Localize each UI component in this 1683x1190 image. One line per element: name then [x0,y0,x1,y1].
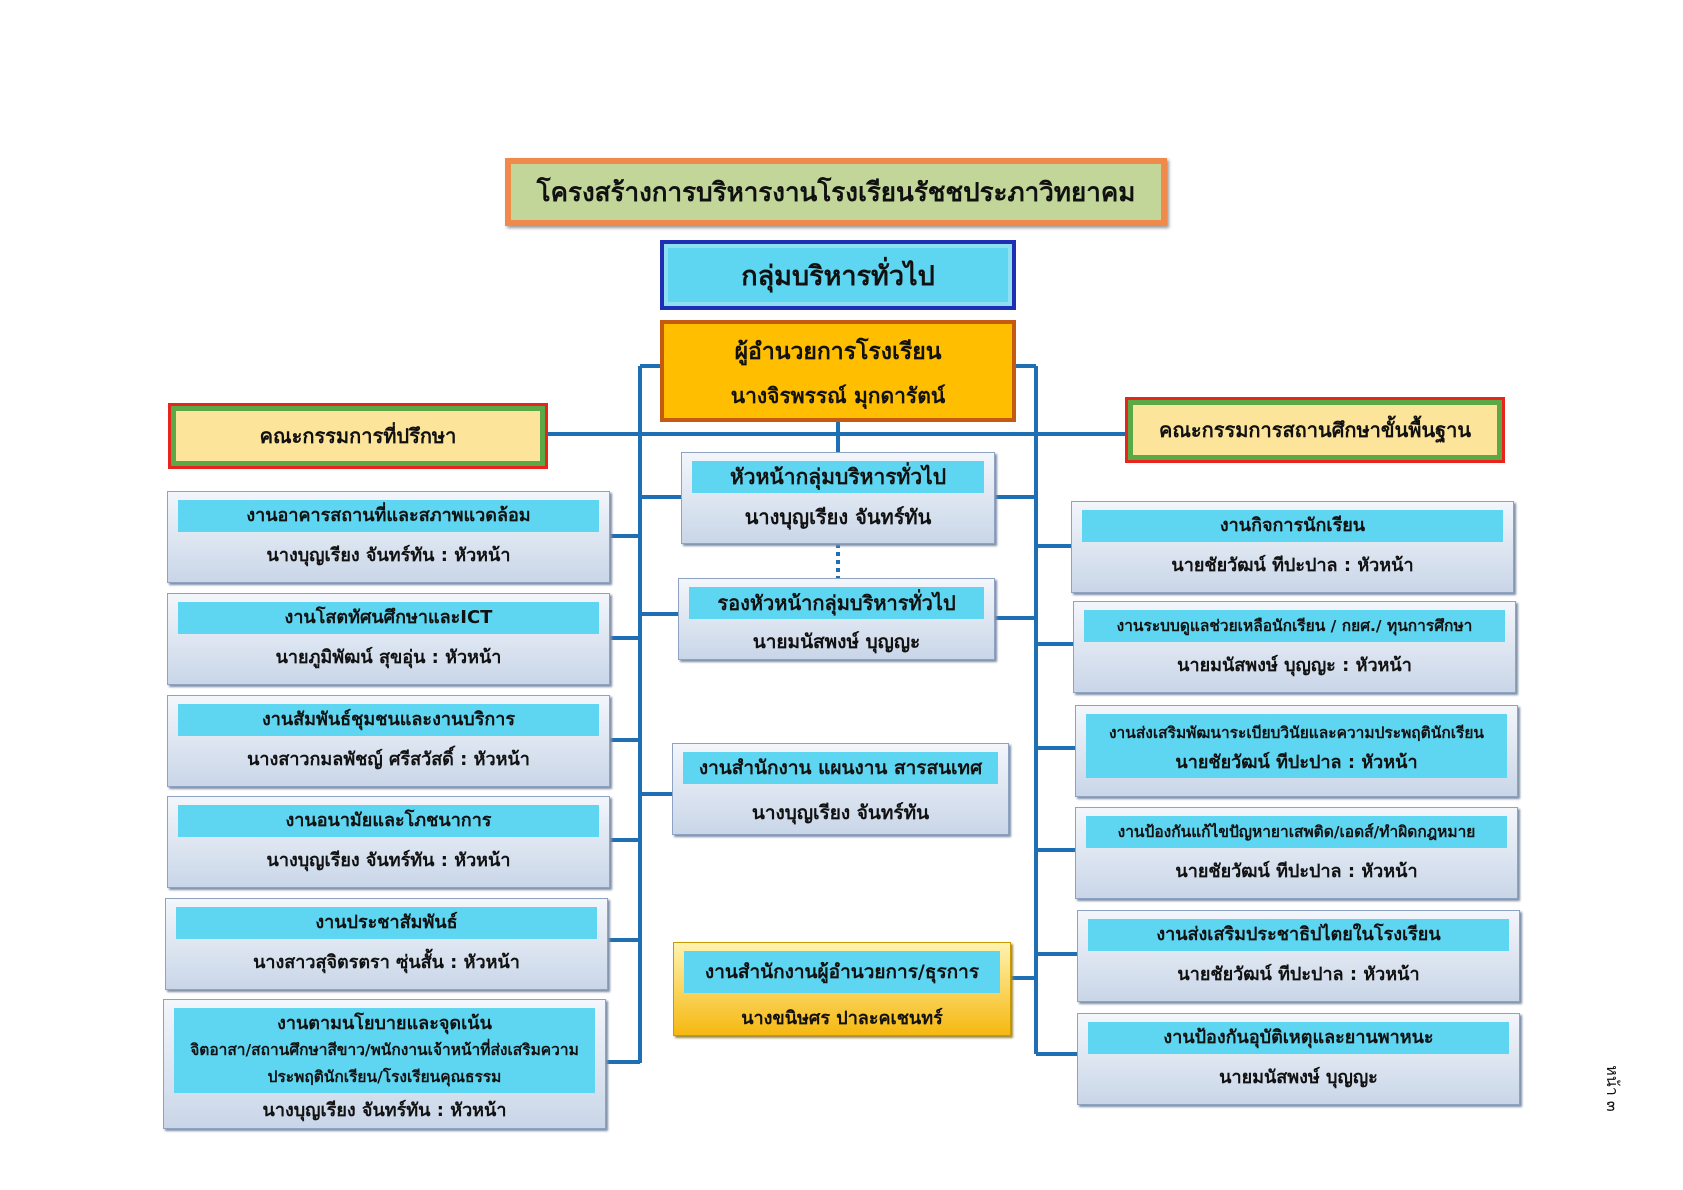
right-task-box: งานป้องกันแก้ไขปัญหายาเสพติด/เอดส์/ทำผิด… [1075,807,1518,899]
left-task-person: นางสาวสุจิตรตรา ซุ่นสั้น : หัวหน้า [253,952,520,973]
director-office-person: นางขนิษศร ปาละคเชนทร์ [741,1008,943,1029]
policy-task-line2: จิตอาสา/สถานศึกษาสีขาว/พนักงานเจ้าหน้าที… [190,1041,579,1059]
director-office-box: งานสำนักงานผู้อำนวยการ/ธุรการ นางขนิษศร … [673,942,1011,1036]
head-of-group-person: นางบุญเรียง จันทร์ทัน [744,505,932,529]
deputy-head-box: รองหัวหน้ากลุ่มบริหารทั่วไป นายมนัสพงษ์ … [678,578,995,660]
right-task-person: นายมนัสพงษ์ บุญญะ [1219,1067,1378,1088]
left-task-person: นางบุญเรียง จันทร์ทัน : หัวหน้า [266,850,511,871]
left-task-title: งานอนามัยและโภชนาการ [178,805,599,837]
right-task-person: นายชัยวัฒน์ ทีปะปาล : หัวหน้า [1171,555,1414,576]
left-task-box: งานสัมพันธ์ชุมชนและงานบริการ นางสาวกมลพั… [167,695,610,787]
right-task-title: งานป้องกันอุบัติเหตุและยานพาหนะ [1088,1022,1509,1054]
left-task-box-policy: งานตามนโยบายและจุดเน้น จิตอาสา/สถานศึกษา… [163,999,606,1129]
policy-task-line3: ประพฤตินักเรียน/โรงเรียนคุณธรรม [267,1068,502,1086]
chart-title: โครงสร้างการบริหารงานโรงเรียนรัชชประภาวิ… [505,158,1167,226]
left-task-person: นางสาวกมลพัชญ์ ศรีสวัสดิ์ : หัวหน้า [247,749,530,770]
director-role: ผู้อำนวยการโรงเรียน [734,339,942,365]
left-task-box: งานอาคารสถานที่และสภาพแวดล้อม นางบุญเรีย… [167,491,610,583]
basic-education-committee-box: คณะกรรมการสถานศึกษาขั้นพื้นฐาน [1125,397,1505,463]
deputy-head-title: รองหัวหน้ากลุ่มบริหารทั่วไป [689,587,984,619]
group-label: กลุ่มบริหารทั่วไป [668,248,1008,302]
right-task-title: งานส่งเสริมพัฒนาระเบียบวินัยและความประพฤ… [1086,714,1507,778]
left-task-box: งานประชาสัมพันธ์ นางสาวสุจิตรตรา ซุ่นสั้… [165,898,608,990]
director-name: นางจิรพรรณ์ มุกดารัตน์ [730,384,946,408]
policy-task-line1: งานตามนโยบายและจุดเน้น [277,1013,492,1034]
policy-task-person: นางบุญเรียง จันทร์ทัน : หัวหน้า [262,1100,507,1121]
advisory-committee-box: คณะกรรมการที่ปรึกษา [168,403,548,469]
right-task-person: นายชัยวัฒน์ ทีปะปาล : หัวหน้า [1177,964,1420,985]
policy-task-header: งานตามนโยบายและจุดเน้น จิตอาสา/สถานศึกษา… [174,1008,595,1093]
deputy-head-person: นายมนัสพงษ์ บุญญะ [752,631,921,653]
office-plan-info-title: งานสำนักงาน แผนงาน สารสนเทศ [683,752,998,784]
right-task-title: งานป้องกันแก้ไขปัญหายาเสพติด/เอดส์/ทำผิด… [1086,816,1507,848]
head-of-group-box: หัวหน้ากลุ่มบริหารทั่วไป นางบุญเรียง จัน… [681,452,995,544]
right-task-person: นายชัยวัฒน์ ทีปะปาล : หัวหน้า [1175,861,1418,882]
page-number: หน้า ๓ [1602,1065,1622,1112]
right-task-box: งานส่งเสริมประชาธิปไตยในโรงเรียน นายชัยว… [1077,910,1520,1002]
director-office-title: งานสำนักงานผู้อำนวยการ/ธุรการ [684,951,1000,993]
head-of-group-title: หัวหน้ากลุ่มบริหารทั่วไป [692,461,984,493]
right-task-title: งานระบบดูแลช่วยเหลือนักเรียน / กยศ./ ทุน… [1084,610,1505,642]
right-task-title: งานส่งเสริมประชาธิปไตยในโรงเรียน [1088,919,1509,951]
right-task-box: งานป้องกันอุบัติเหตุและยานพาหนะ นายมนัสพ… [1077,1013,1520,1105]
left-task-box: งานโสตทัศนศึกษาและICT นายภูมิพัฒน์ สุขอุ… [167,593,610,685]
office-plan-info-person: นางบุญเรียง จันทร์ทัน [751,802,930,824]
basic-education-committee-label: คณะกรรมการสถานศึกษาขั้นพื้นฐาน [1133,405,1497,455]
left-task-title: งานโสตทัศนศึกษาและICT [178,602,599,634]
left-task-person: นายภูมิพัฒน์ สุขอุ่น : หัวหน้า [275,647,502,668]
group-box: กลุ่มบริหารทั่วไป [660,240,1016,310]
left-task-title: งานประชาสัมพันธ์ [176,907,597,939]
right-task-box: งานกิจการนักเรียน นายชัยวัฒน์ ทีปะปาล : … [1071,501,1514,593]
right-task-box: งานส่งเสริมพัฒนาระเบียบวินัยและความประพฤ… [1075,705,1518,797]
left-task-title: งานสัมพันธ์ชุมชนและงานบริการ [178,704,599,736]
right-task-box: งานระบบดูแลช่วยเหลือนักเรียน / กยศ./ ทุน… [1073,601,1516,693]
right-task-title: งานกิจการนักเรียน [1082,510,1503,542]
left-task-box: งานอนามัยและโภชนาการ นางบุญเรียง จันทร์ท… [167,796,610,888]
chart-title-text: โครงสร้างการบริหารงานโรงเรียนรัชชประภาวิ… [511,164,1161,220]
director-box: ผู้อำนวยการโรงเรียน นางจิรพรรณ์ มุกดารัต… [660,320,1016,422]
office-plan-info-box: งานสำนักงาน แผนงาน สารสนเทศ นางบุญเรียง … [672,743,1009,835]
advisory-committee-label: คณะกรรมการที่ปรึกษา [176,411,540,461]
right-task-person: นายมนัสพงษ์ บุญญะ : หัวหน้า [1177,655,1412,676]
left-task-title: งานอาคารสถานที่และสภาพแวดล้อม [178,500,599,532]
left-task-person: นางบุญเรียง จันทร์ทัน : หัวหน้า [266,545,511,566]
